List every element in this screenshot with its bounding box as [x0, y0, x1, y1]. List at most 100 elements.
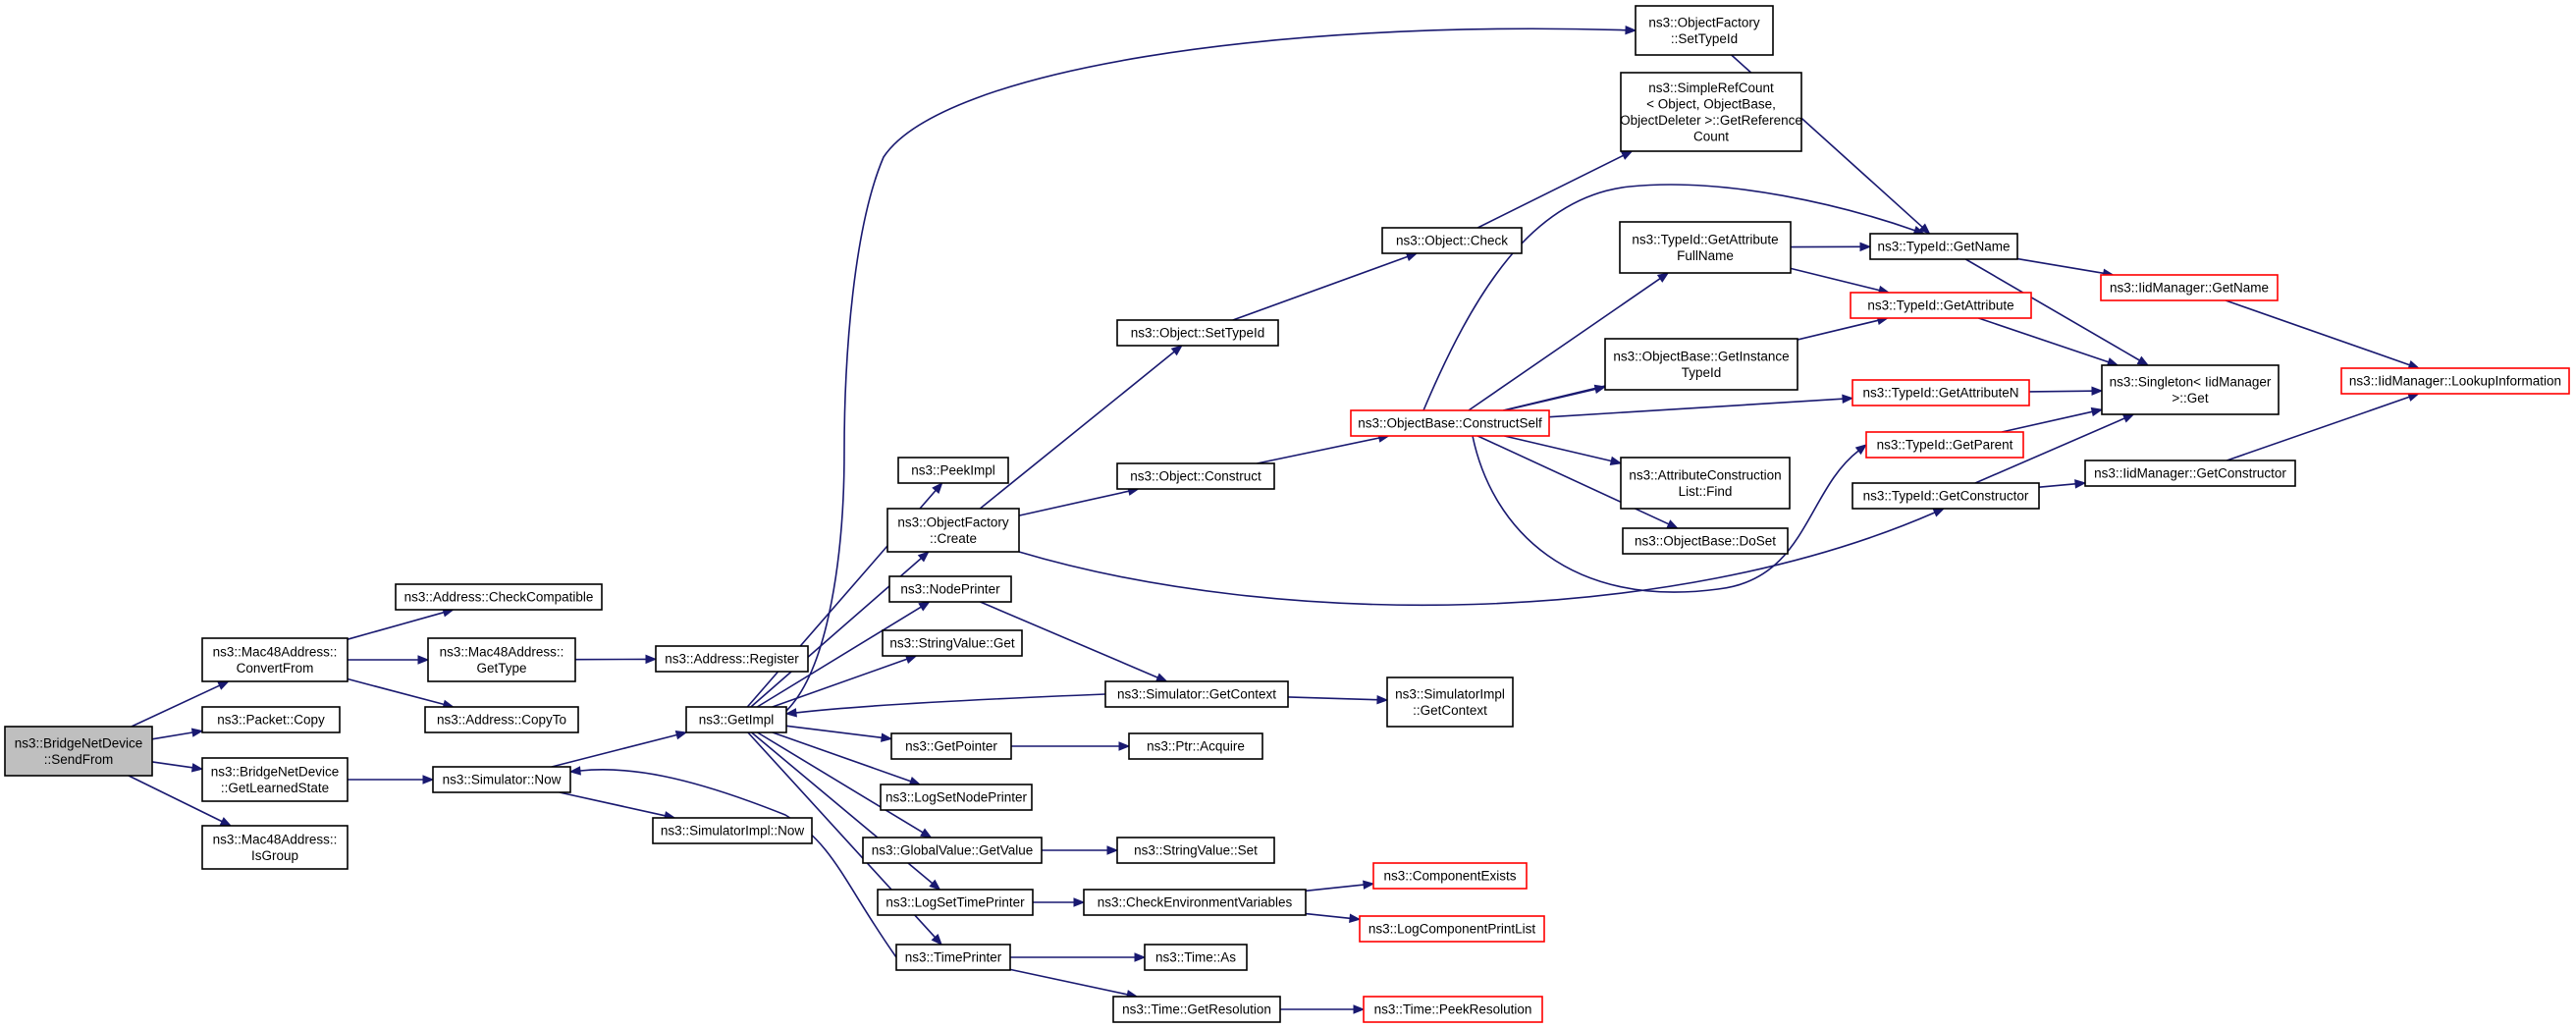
- edge-typeid_getattributen-to-singleton_get: [2028, 386, 2104, 396]
- node-label-line: ::GetContext: [1413, 703, 1487, 718]
- node-getimpl[interactable]: ns3::GetImpl: [685, 706, 787, 733]
- node-logsettimeprinter[interactable]: ns3::LogSetTimePrinter: [877, 889, 1034, 916]
- edge-line: [979, 351, 1175, 510]
- node-box: [1865, 431, 2024, 459]
- node-simimpl-getcontext[interactable]: ns3::SimulatorImpl::GetContext: [1386, 676, 1514, 728]
- node-stringvalue-get[interactable]: ns3::StringValue::Get: [882, 629, 1023, 657]
- node-label-line: ns3::Mac48Address::: [213, 644, 338, 659]
- node-nodeprinter[interactable]: ns3::NodePrinter: [888, 575, 1012, 603]
- node-label-line: ns3::IidManager::LookupInformation: [2349, 374, 2561, 389]
- edge-arrowhead: [1353, 1004, 1366, 1014]
- node-addr-checkcompatible[interactable]: ns3::Address::CheckCompatible: [395, 583, 603, 611]
- node-logsetnodeprinter[interactable]: ns3::LogSetNodePrinter: [880, 784, 1033, 811]
- node-obj-settypeid[interactable]: ns3::Object::SetTypeId: [1116, 319, 1279, 347]
- edge-arrowhead: [1349, 913, 1362, 923]
- node-box: [1350, 409, 1550, 437]
- edge-arrowhead: [1106, 845, 1119, 855]
- node-box: [1116, 462, 1275, 490]
- node-peekimpl[interactable]: ns3::PeekImpl: [897, 457, 1009, 484]
- node-globalvalue-getvalue[interactable]: ns3::GlobalValue::GetValue: [862, 837, 1043, 864]
- node-label-line: ConvertFrom: [237, 661, 314, 676]
- edge-arrowhead: [568, 766, 581, 776]
- node-label-line: ns3::IidManager::GetName: [2110, 281, 2269, 296]
- node-iidmanager-getname[interactable]: ns3::IidManager::GetName: [2100, 274, 2279, 301]
- node-label-line: ns3::Object::SetTypeId: [1131, 326, 1265, 341]
- node-getpointer[interactable]: ns3::GetPointer: [890, 732, 1012, 760]
- node-box: [862, 837, 1043, 864]
- node-addr-register[interactable]: ns3::Address::Register: [655, 645, 809, 673]
- node-checkenvvars[interactable]: ns3::CheckEnvironmentVariables: [1083, 889, 1307, 916]
- edge-line: [785, 27, 1627, 712]
- node-typeid-getattribute[interactable]: ns3::TypeId::GetAttribute: [1850, 292, 2032, 319]
- node-stringvalue-set[interactable]: ns3::StringValue::Set: [1116, 837, 1275, 864]
- edge-line: [2001, 410, 2093, 433]
- node-typeid-getname[interactable]: ns3::TypeId::GetName: [1869, 233, 2018, 260]
- node-box: [897, 457, 1009, 484]
- edge-obj_check-to-simplerefcount: [1476, 150, 1634, 229]
- edge-arrowhead: [2136, 355, 2150, 366]
- edge-line: [2038, 483, 2076, 488]
- node-obj-construct[interactable]: ns3::Object::Construct: [1116, 462, 1275, 490]
- node-obj-check[interactable]: ns3::Object::Check: [1381, 227, 1523, 254]
- node-label-line: ns3::ObjectBase::GetInstance: [1613, 349, 1789, 363]
- edge-line: [1964, 258, 2140, 361]
- node-of-create[interactable]: ns3::ObjectFactory::Create: [886, 508, 1020, 553]
- node-mac-convertfrom[interactable]: ns3::Mac48Address::ConvertFrom: [201, 637, 349, 682]
- node-of-settypeid[interactable]: ns3::ObjectFactory::SetTypeId: [1635, 5, 1774, 56]
- edge-line: [1472, 435, 1859, 593]
- node-box: [1112, 996, 1281, 1023]
- edge-bnd_sendfrom-to-packet_copy: [151, 728, 204, 740]
- node-iidmanager-lookupinformation[interactable]: ns3::IidManager::LookupInformation: [2340, 367, 2570, 395]
- node-typeid-getconstructor[interactable]: ns3::TypeId::GetConstructor: [1852, 482, 2040, 510]
- node-box: [1622, 527, 1789, 555]
- node-packet-copy[interactable]: ns3::Packet::Copy: [201, 706, 341, 733]
- node-ob-constructself[interactable]: ns3::ObjectBase::ConstructSelf: [1350, 409, 1550, 437]
- node-logcomponentprintlist[interactable]: ns3::LogComponentPrintList: [1359, 915, 1545, 943]
- node-iidmanager-getconstructor[interactable]: ns3::IidManager::GetConstructor: [2084, 460, 2296, 487]
- node-ob-doset[interactable]: ns3::ObjectBase::DoSet: [1622, 527, 1789, 555]
- node-bnd-sendfrom[interactable]: ns3::BridgeNetDevice::SendFrom: [4, 726, 153, 777]
- node-simplerefcount[interactable]: ns3::SimpleRefCount< Object, ObjectBase,…: [1620, 72, 1802, 152]
- edge-arrowhead: [417, 655, 430, 665]
- edge-mac_convertfrom-to-mac_gettype: [348, 655, 430, 665]
- node-sim-now[interactable]: ns3::Simulator::Now: [432, 766, 571, 793]
- node-bnd-getlearnedstate[interactable]: ns3::BridgeNetDevice::GetLearnedState: [201, 757, 349, 802]
- edge-ob_constructself-to-ob_doset: [1476, 435, 1680, 529]
- node-mac-isgroup[interactable]: ns3::Mac48Address::IsGroup: [201, 825, 349, 870]
- node-componentexists[interactable]: ns3::ComponentExists: [1372, 862, 1528, 890]
- node-typeid-getattributen[interactable]: ns3::TypeId::GetAttributeN: [1852, 379, 2030, 406]
- edge-line: [131, 684, 220, 728]
- edge-arrowhead: [1073, 897, 1086, 907]
- node-label-line: ns3::BridgeNetDevice: [15, 735, 143, 750]
- edge-typeid_getconstructor-to-singleton_get: [1974, 413, 2135, 484]
- node-time-getresolution[interactable]: ns3::Time::GetResolution: [1112, 996, 1281, 1023]
- node-time-peekresolution[interactable]: ns3::Time::PeekResolution: [1363, 996, 1543, 1023]
- node-label-line: ns3::StringValue::Get: [889, 636, 1015, 651]
- node-time-as[interactable]: ns3::Time::As: [1144, 944, 1248, 971]
- node-ptr-acquire[interactable]: ns3::Ptr::Acquire: [1128, 732, 1263, 760]
- node-label-line: ns3::IidManager::GetConstructor: [2094, 466, 2286, 481]
- node-timeprinter[interactable]: ns3::TimePrinter: [895, 944, 1011, 971]
- edge-arrowhead: [1666, 519, 1680, 529]
- node-singleton-get[interactable]: ns3::Singleton< IidManager>::Get: [2101, 364, 2280, 415]
- node-label-line: ns3::BridgeNetDevice: [211, 764, 340, 779]
- node-box: [1144, 944, 1248, 971]
- node-simimpl-now[interactable]: ns3::SimulatorImpl::Now: [652, 817, 813, 844]
- node-addr-copyto[interactable]: ns3::Address::CopyTo: [424, 706, 579, 733]
- edge-line: [1018, 512, 1936, 607]
- node-mac-gettype[interactable]: ns3::Mac48Address::GetType: [427, 637, 576, 682]
- node-typeid-getparent[interactable]: ns3::TypeId::GetParent: [1865, 431, 2024, 459]
- node-label-line: ns3::Object::Construct: [1130, 469, 1261, 484]
- edge-iidmanager_getconstructor-to-iidmanager_lookupinformation: [2227, 392, 2420, 461]
- edge-line: [1018, 490, 1130, 516]
- node-sim-getcontext[interactable]: ns3::Simulator::GetContext: [1104, 680, 1289, 708]
- edge-line: [1468, 278, 1661, 411]
- node-label-line: ns3::ObjectBase::ConstructSelf: [1358, 416, 1542, 431]
- edge-mac_convertfrom-to-addr_copyto: [347, 677, 456, 709]
- edge-line: [772, 658, 908, 708]
- node-box: [201, 706, 341, 733]
- edge-obj_settypeid-to-obj_check: [1232, 252, 1419, 321]
